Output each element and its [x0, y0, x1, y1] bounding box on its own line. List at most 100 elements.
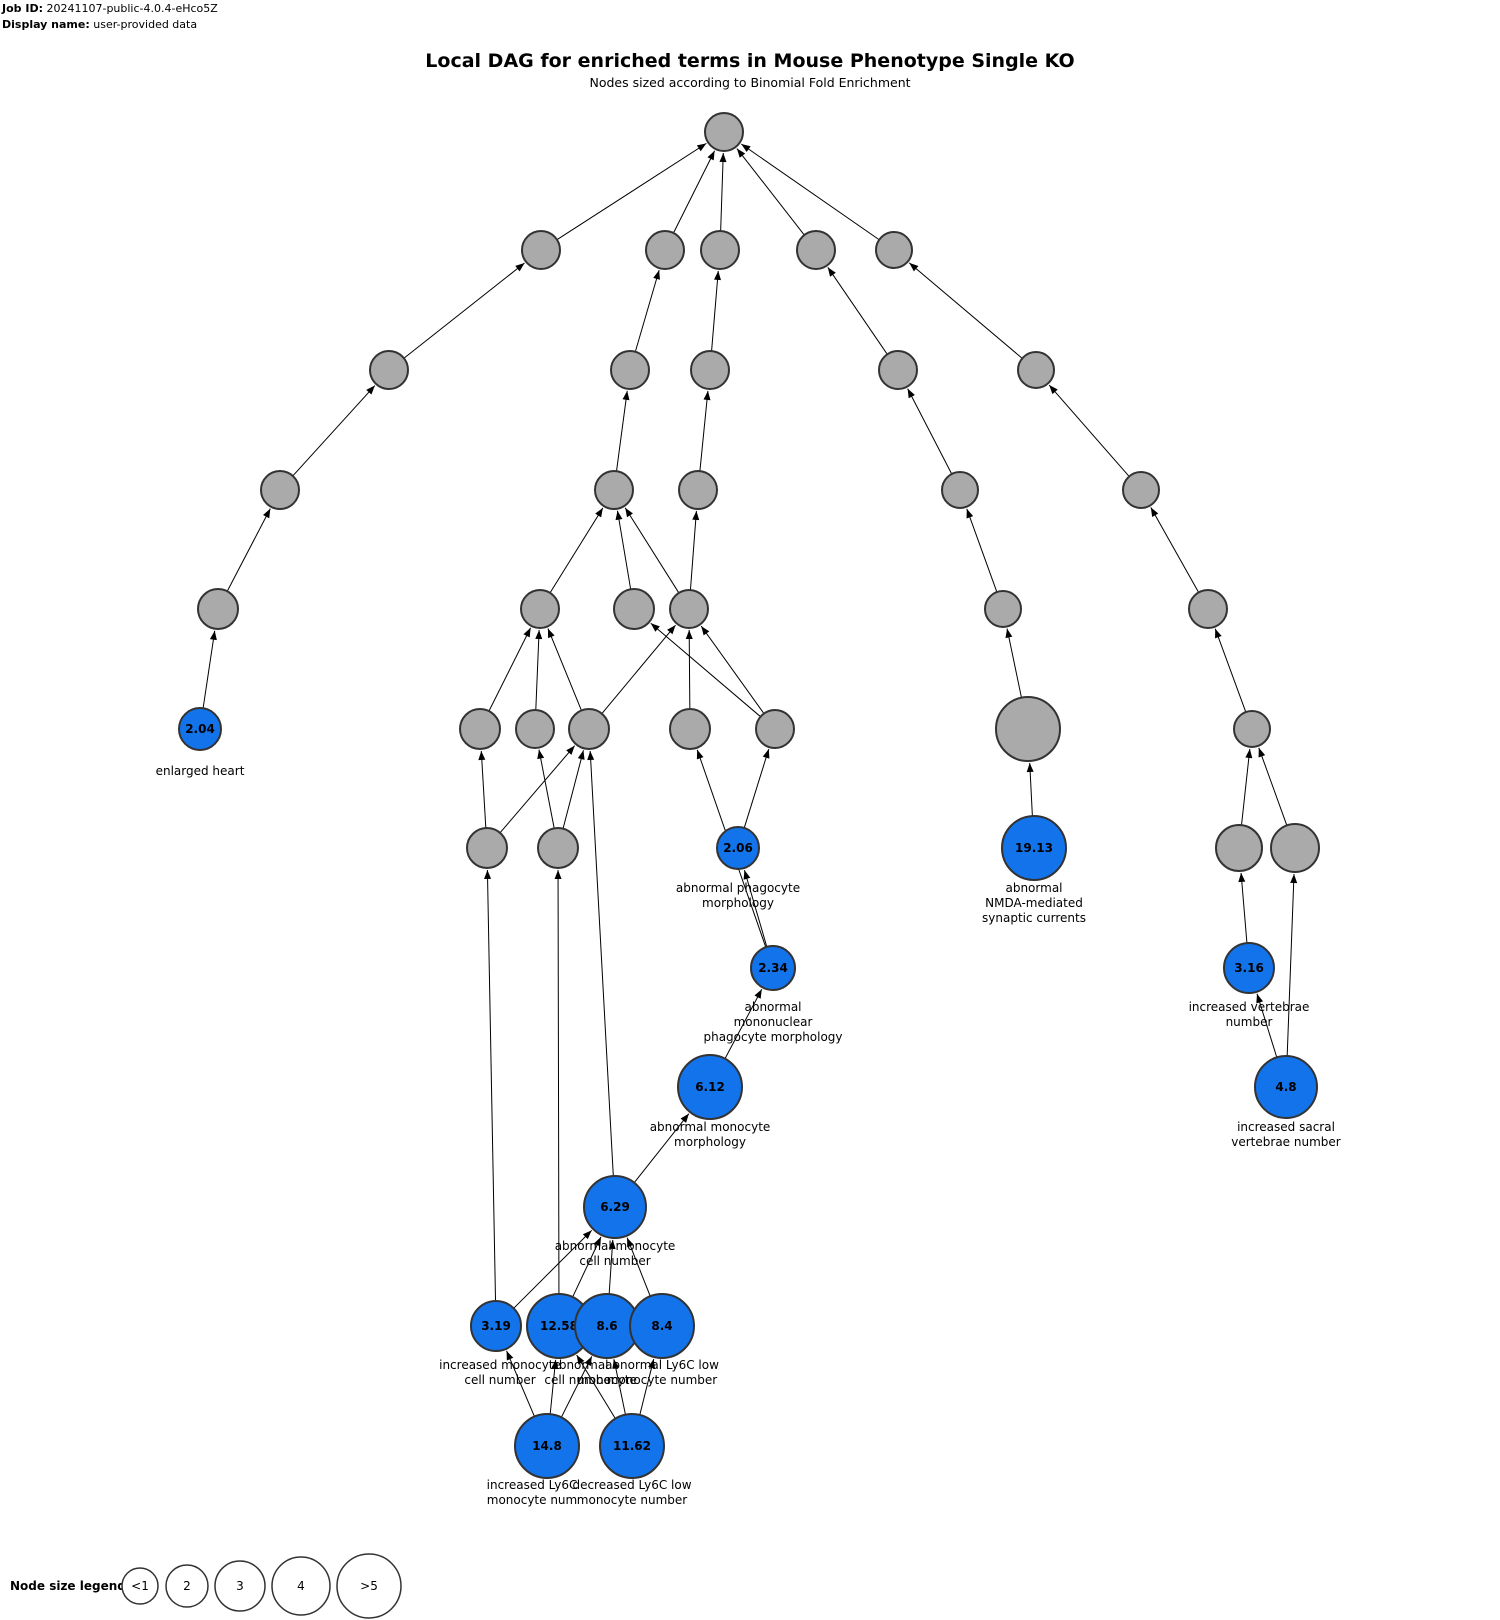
ancestor-term-node[interactable]: [610, 350, 650, 390]
node-circle[interactable]: [594, 470, 634, 510]
node-circle[interactable]: [796, 230, 836, 270]
ancestor-term-node[interactable]: [878, 350, 918, 390]
ancestor-term-node[interactable]: [568, 708, 610, 750]
node-circle[interactable]: [470, 1300, 522, 1352]
node-circle[interactable]: [1001, 815, 1067, 881]
ancestor-term-node[interactable]: [704, 112, 744, 152]
ancestor-term-node[interactable]: [796, 230, 836, 270]
node-circle[interactable]: [629, 1293, 695, 1359]
edge-arrowhead: [701, 626, 710, 636]
node-circle[interactable]: [537, 827, 579, 869]
ancestor-term-node[interactable]: [669, 708, 711, 750]
ancestor-term-node[interactable]: [700, 230, 740, 270]
enriched-term-node[interactable]: 3.19: [470, 1300, 522, 1352]
ancestor-term-node[interactable]: [875, 231, 913, 269]
ancestor-term-node[interactable]: [369, 350, 409, 390]
enriched-term-node[interactable]: 2.34: [750, 945, 796, 991]
edge-arrowhead: [625, 507, 633, 518]
node-circle[interactable]: [716, 826, 760, 870]
enriched-term-node[interactable]: 19.13: [1001, 815, 1067, 881]
ancestor-term-node[interactable]: [260, 470, 300, 510]
node-circle[interactable]: [260, 470, 300, 510]
enriched-term-node[interactable]: 6.29: [583, 1175, 647, 1239]
node-circle[interactable]: [755, 709, 795, 749]
ancestor-term-node[interactable]: [515, 709, 555, 749]
enriched-term-node[interactable]: 11.62: [599, 1413, 665, 1479]
edge-arrowhead: [703, 390, 711, 401]
ancestor-term-node[interactable]: [755, 709, 795, 749]
legend-size-label: 2: [183, 1579, 191, 1593]
ancestor-term-node[interactable]: [690, 350, 730, 390]
node-circle[interactable]: [645, 230, 685, 270]
node-circle[interactable]: [583, 1175, 647, 1239]
node-circle[interactable]: [369, 350, 409, 390]
ancestor-term-node[interactable]: [984, 590, 1022, 628]
node-circle[interactable]: [984, 590, 1022, 628]
node-circle[interactable]: [1233, 710, 1271, 748]
ancestor-term-node[interactable]: [1233, 710, 1271, 748]
ancestor-term-node[interactable]: [520, 589, 560, 629]
node-circle[interactable]: [875, 231, 913, 269]
ancestor-term-node[interactable]: [1188, 589, 1228, 629]
ancestor-term-node[interactable]: [466, 827, 508, 869]
dag-edge: [556, 142, 707, 241]
node-circle[interactable]: [941, 471, 979, 509]
ancestor-term-node[interactable]: [995, 696, 1061, 762]
node-circle[interactable]: [568, 708, 610, 750]
node-circle[interactable]: [678, 470, 718, 510]
enriched-term-node[interactable]: 14.8: [514, 1413, 580, 1479]
ancestor-term-node[interactable]: [537, 827, 579, 869]
ancestor-term-node[interactable]: [941, 471, 979, 509]
edge-arrowhead: [478, 750, 486, 761]
ancestor-term-node[interactable]: [459, 708, 501, 750]
enriched-term-node[interactable]: 12.58: [526, 1293, 592, 1359]
ancestor-term-node[interactable]: [1122, 471, 1160, 509]
node-circle[interactable]: [1270, 823, 1320, 873]
ancestor-term-node[interactable]: [1215, 824, 1263, 872]
node-circle[interactable]: [1215, 824, 1263, 872]
node-circle[interactable]: [700, 230, 740, 270]
node-circle[interactable]: [178, 707, 222, 751]
ancestor-term-node[interactable]: [1017, 351, 1055, 389]
ancestor-term-node[interactable]: [1270, 823, 1320, 873]
node-circle[interactable]: [599, 1413, 665, 1479]
node-circle[interactable]: [197, 588, 239, 630]
enriched-term-node[interactable]: 2.04: [178, 707, 222, 751]
ancestor-term-node[interactable]: [521, 230, 561, 270]
node-circle[interactable]: [514, 1413, 580, 1479]
dag-edge: [688, 629, 691, 710]
node-circle[interactable]: [878, 350, 918, 390]
ancestor-term-node[interactable]: [197, 588, 239, 630]
node-circle[interactable]: [610, 350, 650, 390]
enriched-term-node[interactable]: 8.4: [629, 1293, 695, 1359]
ancestor-term-node[interactable]: [669, 589, 709, 629]
ancestor-term-node[interactable]: [678, 470, 718, 510]
node-circle[interactable]: [704, 112, 744, 152]
node-circle[interactable]: [466, 827, 508, 869]
node-circle[interactable]: [1188, 589, 1228, 629]
node-circle[interactable]: [750, 945, 796, 991]
node-circle[interactable]: [1122, 471, 1160, 509]
enriched-term-node[interactable]: 2.06: [716, 826, 760, 870]
node-circle[interactable]: [1017, 351, 1055, 389]
ancestor-term-node[interactable]: [645, 230, 685, 270]
node-circle[interactable]: [677, 1054, 743, 1120]
enriched-term-node[interactable]: 4.8: [1254, 1055, 1318, 1119]
node-circle[interactable]: [690, 350, 730, 390]
legend-size-label: 3: [236, 1579, 244, 1593]
node-circle[interactable]: [613, 588, 655, 630]
node-circle[interactable]: [669, 589, 709, 629]
node-circle[interactable]: [459, 708, 501, 750]
ancestor-term-node[interactable]: [613, 588, 655, 630]
node-circle[interactable]: [515, 709, 555, 749]
node-circle[interactable]: [1254, 1055, 1318, 1119]
node-circle[interactable]: [1223, 942, 1275, 994]
ancestor-term-node[interactable]: [594, 470, 634, 510]
enriched-term-node[interactable]: 3.16: [1223, 942, 1275, 994]
node-circle[interactable]: [521, 230, 561, 270]
enriched-term-node[interactable]: 6.12: [677, 1054, 743, 1120]
node-circle[interactable]: [669, 708, 711, 750]
node-circle[interactable]: [520, 589, 560, 629]
node-circle[interactable]: [995, 696, 1061, 762]
